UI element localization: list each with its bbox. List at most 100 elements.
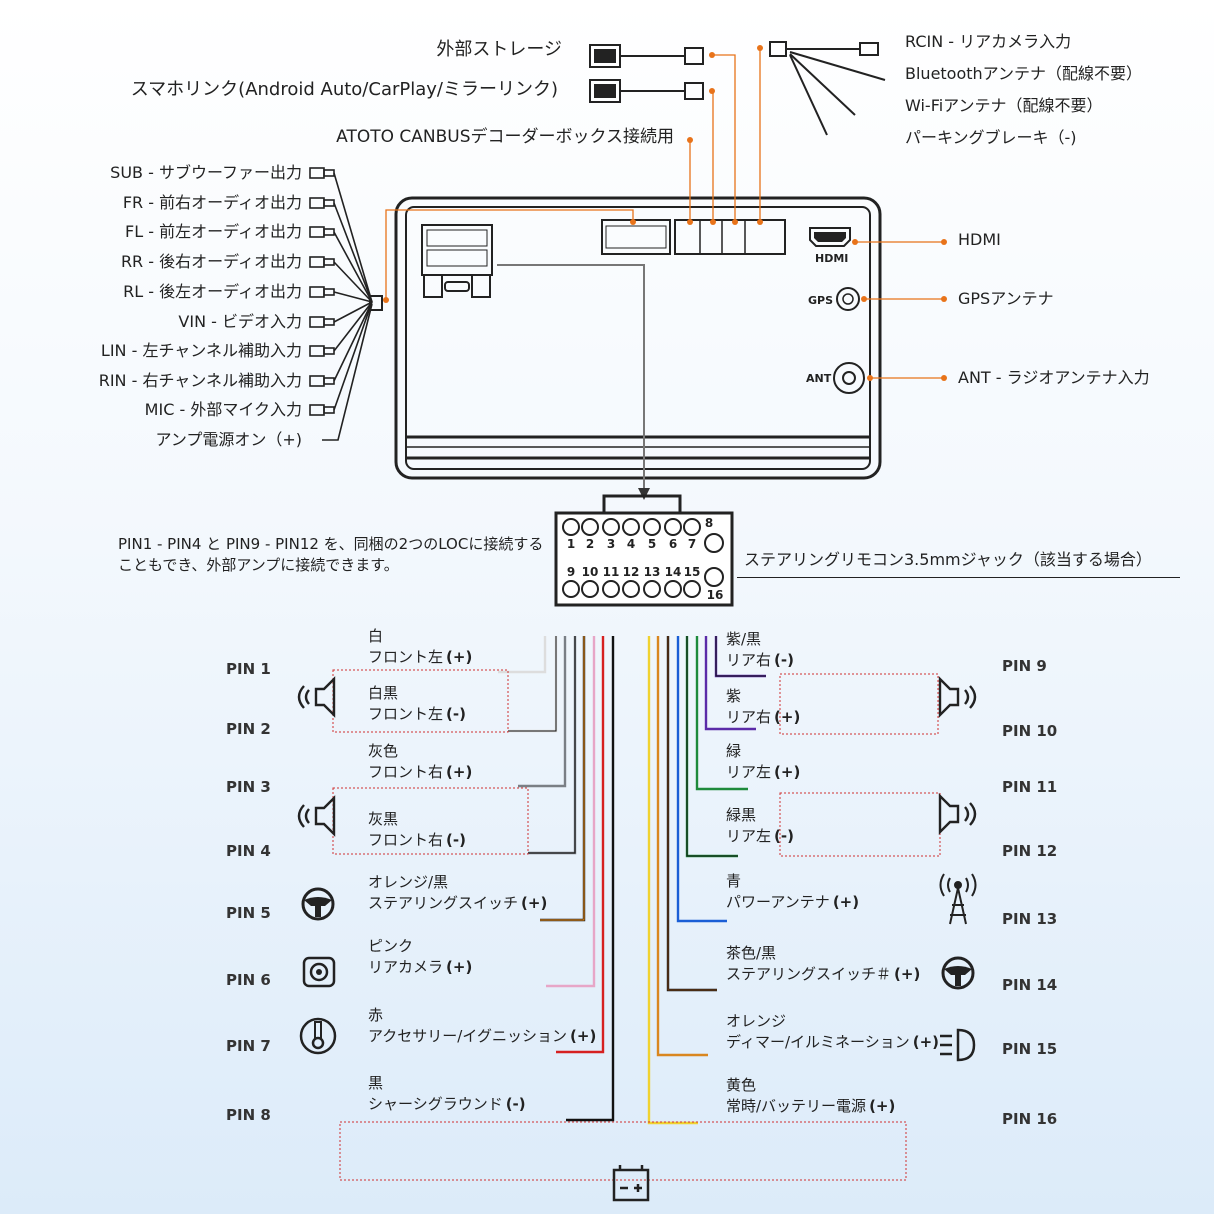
camera-icon [302,956,336,988]
connector-pin [704,567,724,587]
wire-desc: フロント左 [368,705,444,723]
label-smartlink: スマホリンク(Android Auto/CarPlay/ミラーリンク) [130,79,558,100]
rca-wire [333,202,373,303]
pin-id: PIN 8 [226,1106,271,1124]
wire-label: 緑リア左(+) [726,741,800,783]
wire-function: リア右(-) [726,650,794,671]
speaker-icon [297,795,336,837]
rca-wire [333,291,373,303]
connector-pin [683,518,701,536]
wire-desc: アクセサリー/イグニッション [368,1027,568,1045]
power-antenna-icon [939,873,977,925]
wire-pin3 [518,636,567,788]
rca-plug-icon [309,345,325,357]
wire-function: リア右(+) [726,707,800,728]
rca-wire [333,301,373,323]
main-harness-connector [421,224,493,298]
leader-lines [385,48,944,379]
wire-sign: (-) [774,827,794,845]
pin-number: 3 [606,537,616,551]
connector-pin [562,518,580,536]
steering-wheel-icon [941,956,975,990]
wire-function: ディマー/イルミネーション(+) [726,1032,939,1053]
wire-label: 白フロント左(+) [368,626,472,668]
rca-pigtail [769,41,886,136]
pin-id: PIN 5 [226,904,271,922]
harness-lead [497,264,650,500]
battery-icon [612,1165,650,1202]
rca-plug-icon [309,256,325,268]
wire-sign: (+) [774,708,801,726]
connector-pin [581,518,599,536]
wire-function: シャーシグラウンド(-) [368,1094,526,1115]
rca-plug-icon [309,286,325,298]
wire-function: ステアリングスイッチ＃(+) [726,964,920,985]
connector-pins [562,518,724,598]
wire-color: 青 [726,872,742,890]
note-steering-jack: ステアリングリモコン3.5mmジャック（該当する場合） [744,550,1152,569]
speaker-icon [297,676,336,718]
connector-pin [683,580,701,598]
wire-pin15 [656,636,708,1057]
pin-number: 6 [668,537,678,551]
wire-sign: (+) [774,763,801,781]
pin-id: PIN 11 [1002,778,1058,796]
wire-label: 茶色/黒ステアリングスイッチ＃(+) [726,943,920,985]
left-label-item: RL - 後左オーディオ出力 [123,282,302,301]
steering-jack-line [737,577,1180,578]
wire-pin8 [566,636,615,1122]
label-rcin: RCIN - リアカメラ入力 [905,32,1072,51]
wire-color: 緑黒 [726,806,757,824]
speaker-icon [938,793,977,835]
pin-id: PIN 14 [1002,976,1058,994]
wire-sign: (+) [570,1027,597,1045]
ant-port [833,362,865,394]
wire-color: 灰色 [368,742,399,760]
wire-sign: (-) [446,831,466,849]
wire-desc: ステアリングスイッチ＃ [726,965,892,983]
rca-plug-icon [323,228,335,236]
wire-pin4 [528,636,577,855]
wire-color: 黒 [368,1074,384,1092]
unit-hdmi-text: HDMI [815,252,848,265]
usb-smartlink-cable [589,79,704,103]
rca-wire [333,172,373,303]
pin-number: 15 [683,565,701,579]
rca-wire [333,301,373,382]
wire-label: 灰黒フロント右(-) [368,809,466,851]
wire-color: ピンク [368,937,414,955]
pin-number: 7 [687,537,697,551]
wire-function: フロント左(+) [368,647,472,668]
wire-pin4-stripe [528,636,576,854]
wire-pin7 [556,636,605,1054]
left-label-item: MIC - 外部マイク入力 [144,400,302,419]
wire-pin6 [546,636,596,988]
headlight-icon [940,1028,976,1062]
wire-color: 緑 [726,742,742,760]
left-label-item: RIN - 右チャンネル補助入力 [98,371,302,390]
rca-plug-icon [309,167,325,179]
pin-number: 13 [643,565,661,579]
pin-id: PIN 4 [226,842,271,860]
wire-desc: リア右 [726,708,772,726]
pin-id: PIN 13 [1002,910,1058,928]
wire-sign: (-) [505,1095,526,1113]
label-wifi: Wi-Fiアンテナ（配線不要） [905,96,1103,115]
rca-plug-icon [323,318,335,326]
note-loc: PIN1 - PIN4 と PIN9 - PIN12 を、同梱の2つのLOCに接… [118,535,544,574]
wire-color: 茶色/黒 [726,944,777,962]
label-bluetooth: Bluetoothアンテナ（配線不要） [905,64,1143,83]
rca-wire [333,231,373,303]
pin-number: 12 [622,565,640,579]
wire-color: 紫/黒 [726,630,762,648]
rca-plug-icon [309,197,325,209]
wire-function: ステアリングスイッチ(+) [368,893,547,914]
wire-desc: 常時/バッテリー電源 [726,1097,867,1115]
pin-number: 10 [581,565,599,579]
connector-pin [704,533,724,553]
connector-pin [622,580,640,598]
pin-id: PIN 16 [1002,1110,1058,1128]
label-gps: GPSアンテナ [958,289,1054,308]
pin-number: 2 [585,537,595,551]
label-ant: ANT - ラジオアンテナ入力 [958,368,1150,387]
